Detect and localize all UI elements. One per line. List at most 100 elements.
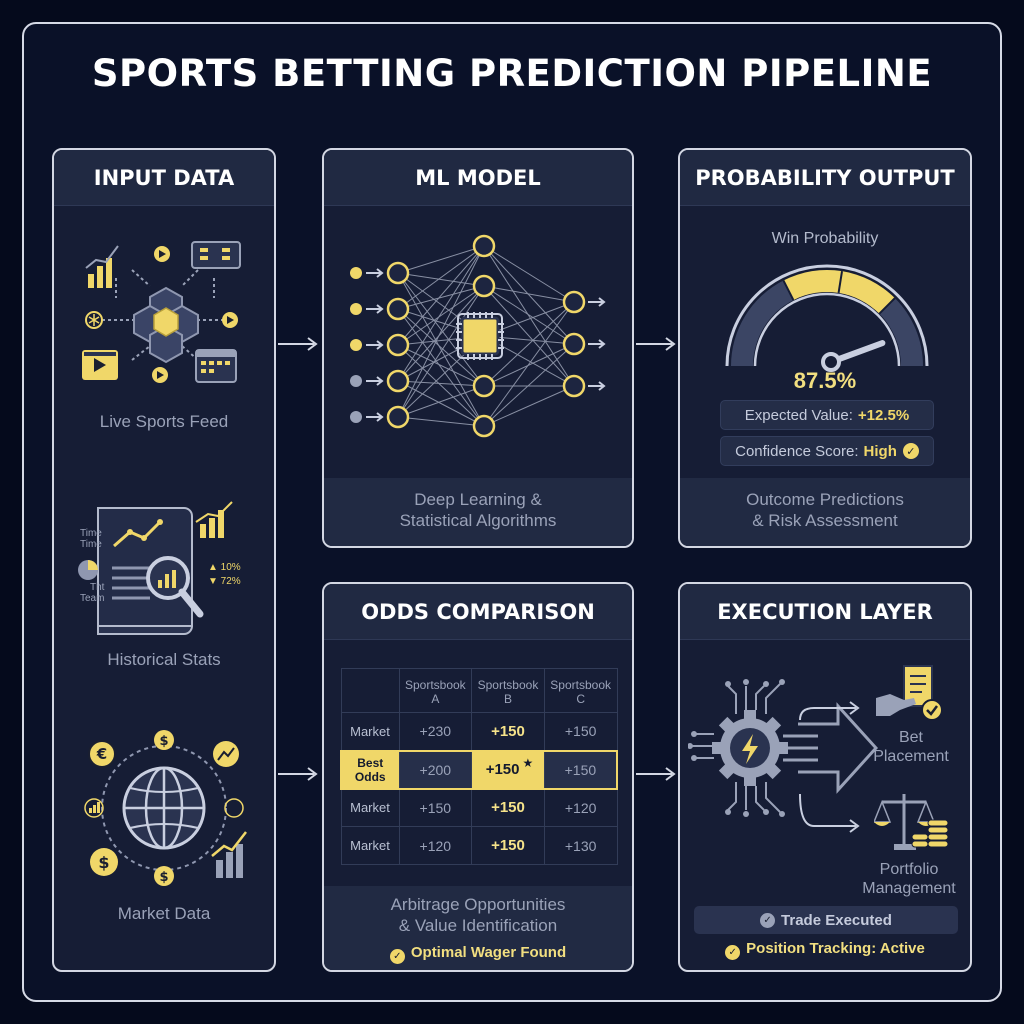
network-edge [483, 245, 575, 345]
network-edge [483, 285, 575, 345]
market-data-label: Market Data [117, 904, 211, 923]
network-edge [483, 285, 575, 387]
check-icon: ✓ [725, 945, 741, 960]
odds-cell: +150 [471, 826, 545, 865]
execution-layer-title: EXECUTION LAYER [680, 584, 970, 640]
network-edge [483, 285, 575, 303]
network-edge [397, 245, 485, 382]
page-title: SPORTS BETTING PREDICTION PIPELINE [91, 52, 933, 95]
star-icon: ★ [522, 756, 534, 770]
probability-footer-line2: & Risk Assessment [752, 511, 898, 530]
row-label: Market [340, 826, 400, 865]
odds-corner-cell [340, 668, 400, 713]
network-node [562, 374, 586, 398]
network-node [562, 290, 586, 314]
table-row: Market +120 +150 +130 [340, 826, 618, 865]
network-node [386, 405, 410, 429]
ml-model-title: ML MODEL [324, 150, 632, 206]
input-arrow [366, 376, 384, 386]
input-arrow [366, 412, 384, 422]
arrow-odds-to-execution [636, 767, 676, 781]
expected-value-value: +12.5% [857, 406, 910, 424]
neural-network-icon [350, 234, 606, 438]
input-data-panel: INPUT DATA [52, 148, 276, 972]
svg-text:$: $ [159, 734, 168, 749]
confidence-score-label: Confidence Score: [735, 442, 859, 460]
probability-footer-line1: Outcome Predictions [746, 490, 904, 509]
historical-stats-label: Historical Stats [107, 650, 221, 669]
position-tracking-status: ✓Position Tracking: Active [680, 940, 970, 960]
input-dot [350, 339, 362, 351]
scales-coins-icon [874, 794, 949, 850]
arrow-model-to-output [636, 337, 676, 351]
network-edge [397, 245, 485, 346]
odds-footer-line1: Arbitrage Opportunities [390, 895, 566, 914]
network-edge [397, 380, 485, 387]
stats-up-label: ▲ 10% [208, 562, 241, 573]
output-arrow [588, 297, 606, 307]
network-edge [397, 245, 485, 418]
table-row: Market +230 +150 +150 [340, 712, 618, 751]
stats-time-label-2: Time [80, 539, 102, 550]
blockchain-cube-icon [82, 241, 241, 383]
check-icon: ✓ [902, 443, 919, 459]
network-edge [483, 343, 575, 427]
odds-cell: +200 [398, 749, 473, 790]
expected-value-pill: Expected Value: +12.5% [720, 400, 934, 430]
live-sports-feed-label: Live Sports Feed [99, 412, 229, 431]
row-label: Market [340, 788, 400, 827]
output-arrow [588, 339, 606, 349]
svg-text:€: € [96, 745, 107, 763]
confidence-score-value: High [863, 442, 897, 460]
table-row: Market +150 +150 +120 [340, 788, 618, 827]
win-probability-gauge [725, 264, 929, 372]
magnifier-report-icon [78, 501, 233, 635]
network-edge [397, 416, 485, 427]
network-edge [483, 301, 575, 387]
network-node [562, 332, 586, 356]
ml-model-panel: ML MODEL Deep Learning & Statistical Alg… [322, 148, 634, 548]
check-icon: ✓ [389, 949, 405, 964]
stats-tht-label: Tht [90, 582, 105, 593]
gauge-label: Win Probability [771, 230, 879, 247]
stats-down-label: ▼ 72% [208, 576, 241, 587]
odds-cell: +120 [398, 826, 473, 865]
network-edge [397, 285, 485, 418]
stats-team-label: Team [80, 593, 105, 604]
input-dot [350, 375, 362, 387]
odds-cell: +150 [543, 712, 618, 751]
network-node [386, 297, 410, 321]
svg-text:$: $ [98, 853, 109, 872]
ml-model-footer: Deep Learning & Statistical Algorithms [324, 478, 632, 546]
odds-cell: +150 [398, 788, 473, 827]
network-node [472, 274, 496, 298]
input-dot [350, 411, 362, 423]
confidence-score-pill: Confidence Score: High ✓ [720, 436, 934, 466]
best-odds-cell: +150★ [471, 749, 545, 790]
network-edge [483, 245, 575, 303]
ml-model-footer-line2: Statistical Algorithms [399, 511, 557, 530]
gauge-tick [837, 271, 844, 294]
arrow-input-to-odds [278, 767, 318, 781]
odds-cell: +150 [471, 712, 545, 751]
odds-cell: +120 [543, 788, 618, 827]
network-edge [397, 344, 485, 387]
network-node [472, 234, 496, 258]
ml-model-footer-line1: Deep Learning & [414, 490, 542, 509]
network-node [472, 374, 496, 398]
network-edge [483, 343, 575, 387]
odds-cell: +230 [398, 712, 473, 751]
odds-footer-line2: & Value Identification [398, 916, 558, 935]
probability-output-footer: Outcome Predictions & Risk Assessment [680, 478, 970, 546]
network-node [386, 333, 410, 357]
probability-output-title: PROBABILITY OUTPUT [680, 150, 970, 206]
network-node [386, 369, 410, 393]
optimal-wager-status: ✓Optimal Wager Found [324, 942, 632, 964]
